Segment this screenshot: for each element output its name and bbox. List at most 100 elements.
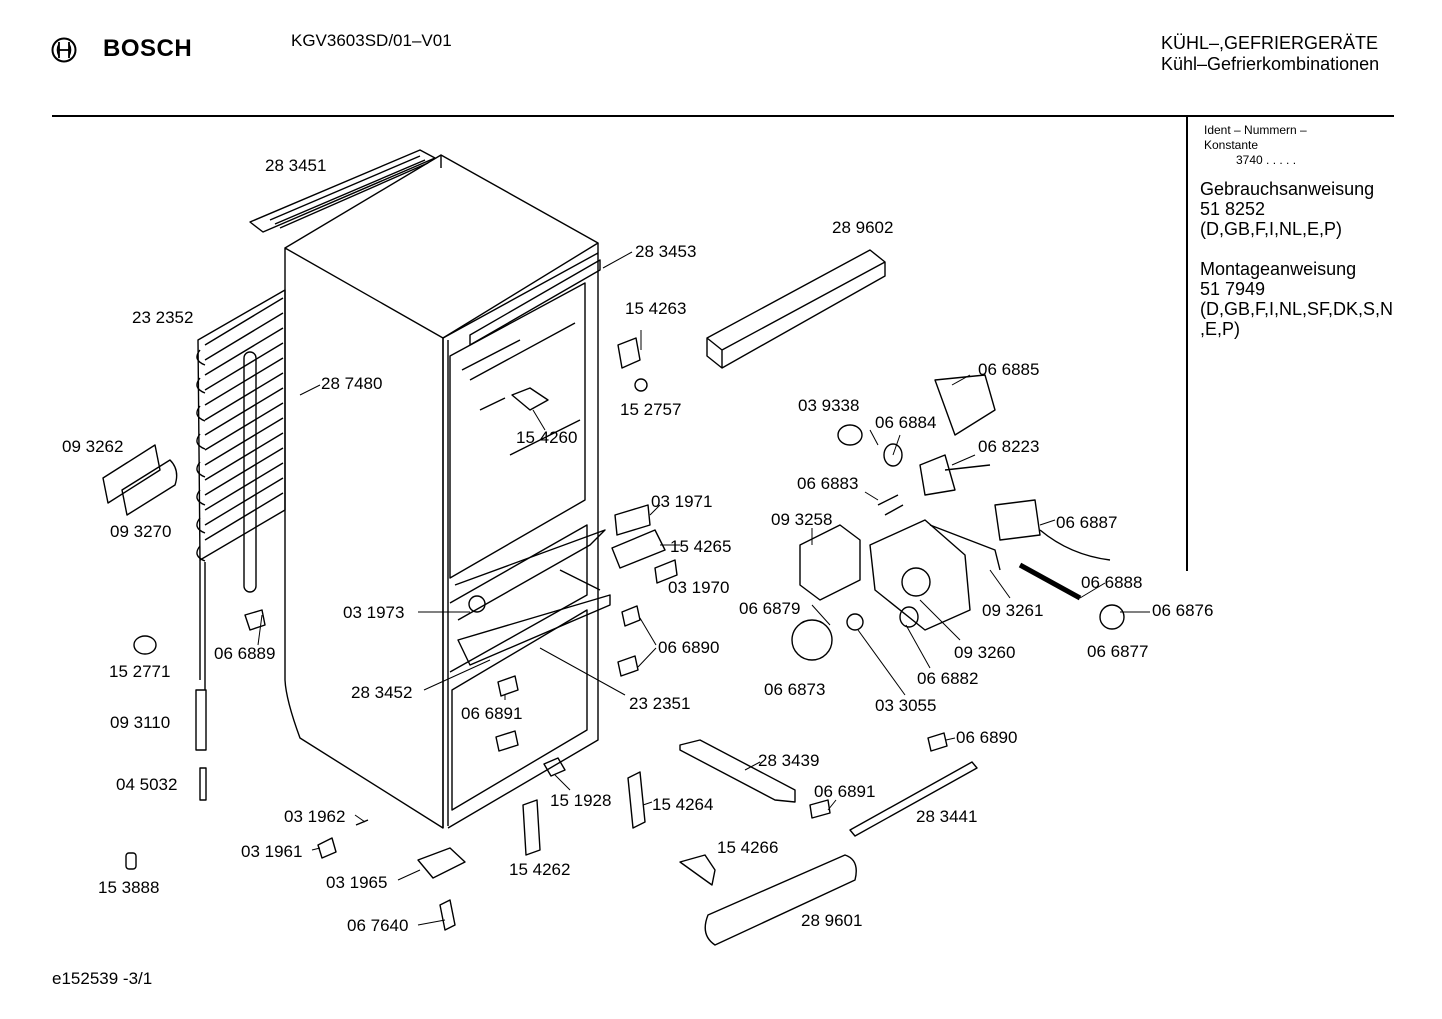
part-label: 28 7480 bbox=[321, 374, 383, 393]
part-label: 28 3441 bbox=[916, 807, 978, 826]
part-label: 28 9601 bbox=[801, 911, 863, 930]
part-label: 06 6876 bbox=[1152, 601, 1214, 620]
indicator-lens-drawing bbox=[899, 606, 919, 628]
control-rod-drawing bbox=[929, 524, 1001, 571]
part-label: 03 1962 bbox=[284, 807, 346, 826]
spacer-031970-drawing bbox=[654, 559, 678, 584]
part-label: 15 4260 bbox=[516, 428, 578, 447]
part-label: 28 3452 bbox=[351, 683, 413, 702]
capillary-drawing bbox=[199, 767, 207, 801]
part-label: 06 6890 bbox=[658, 638, 720, 657]
part-label: 03 9338 bbox=[798, 396, 860, 415]
clip-set-drawing bbox=[495, 605, 641, 752]
mounting-title: Montageanweisung bbox=[1200, 259, 1357, 279]
part-label: 15 4266 bbox=[717, 838, 779, 857]
trim-bar-drawing bbox=[706, 249, 886, 369]
adjustable-foot-drawing bbox=[439, 899, 456, 931]
cabinet-body-drawing bbox=[284, 154, 611, 829]
pin-set-drawing bbox=[317, 819, 369, 859]
part-label: 06 6891 bbox=[461, 704, 523, 723]
spring-clip-drawing bbox=[877, 494, 904, 516]
plug-drawing bbox=[125, 852, 137, 870]
part-label: 15 3888 bbox=[98, 878, 160, 897]
leader-lines bbox=[257, 251, 1150, 926]
part-label: 15 2771 bbox=[109, 662, 171, 681]
lamp-socket-drawing bbox=[837, 424, 863, 446]
part-label: 09 3260 bbox=[954, 643, 1016, 662]
part-label: 04 5032 bbox=[116, 775, 178, 794]
part-label: 06 8223 bbox=[978, 437, 1040, 456]
header-divider bbox=[52, 115, 1394, 117]
category-subtitle: Kühl–Gefrierkombinationen bbox=[1161, 54, 1380, 74]
model-number: KGV3603SD/01–V01 bbox=[291, 31, 452, 50]
part-label: 15 4263 bbox=[625, 299, 687, 318]
part-label: 28 3451 bbox=[265, 156, 327, 175]
part-label: 06 6887 bbox=[1056, 513, 1118, 532]
ident-subheading: Konstante bbox=[1204, 138, 1259, 152]
part-label: 28 3453 bbox=[635, 242, 697, 261]
hinge-154265-drawing bbox=[611, 529, 666, 569]
upper-hinge-drawing bbox=[617, 337, 641, 369]
part-label: 09 3270 bbox=[110, 522, 172, 541]
bracket-pair-drawing bbox=[102, 444, 178, 516]
part-label: 09 3258 bbox=[771, 510, 833, 529]
mounting-number: 51 7949 bbox=[1200, 279, 1266, 299]
part-label: 06 6884 bbox=[875, 413, 937, 432]
mounting-languages: (D,GB,F,I,NL,SF,DK,S,N bbox=[1200, 299, 1394, 319]
housing-aperture-drawing bbox=[901, 567, 931, 597]
socket-lead-drawing bbox=[919, 454, 991, 496]
part-label: 03 3055 bbox=[875, 696, 937, 715]
catch-031973-drawing bbox=[468, 595, 486, 613]
thermostat-drawing bbox=[994, 499, 1111, 561]
clip-pair-drawing bbox=[809, 732, 948, 819]
seal-ring-drawing bbox=[883, 443, 903, 467]
category-title: KÜHL–,GEFRIERGERÄTE bbox=[1161, 33, 1379, 53]
part-label: 09 3110 bbox=[110, 713, 171, 732]
part-label: 09 3262 bbox=[62, 437, 124, 456]
part-label: 03 1961 bbox=[241, 842, 303, 861]
hinge-154266-drawing bbox=[679, 854, 716, 886]
shelf-283439-drawing bbox=[679, 739, 796, 803]
part-label: 23 2351 bbox=[629, 694, 691, 713]
sensor-tube-drawing bbox=[1018, 562, 1082, 601]
part-label: 06 6890 bbox=[956, 728, 1018, 747]
foot-bracket-drawing bbox=[417, 847, 466, 879]
part-label: 06 6873 bbox=[764, 680, 826, 699]
part-label: 15 1928 bbox=[550, 791, 612, 810]
condenser-coil-drawing bbox=[196, 289, 286, 690]
door-trim-289601-drawing bbox=[704, 854, 857, 946]
part-label: 06 6889 bbox=[214, 644, 276, 663]
part-label: 06 6891 bbox=[814, 782, 876, 801]
part-label: 06 6882 bbox=[917, 669, 979, 688]
top-vent-grille-drawing bbox=[249, 149, 436, 233]
clip-066889-drawing bbox=[244, 609, 266, 631]
part-label: 15 4265 bbox=[670, 537, 732, 556]
fan-motor-drawing bbox=[1099, 604, 1125, 630]
part-label: 03 1970 bbox=[668, 578, 730, 597]
hinge-pair-drawing bbox=[522, 771, 646, 856]
bracket-031971-drawing bbox=[614, 504, 651, 536]
bushing-drawing bbox=[634, 378, 648, 392]
heater-tube-drawing bbox=[243, 351, 257, 593]
control-knob-drawing bbox=[791, 619, 833, 661]
side-panel-divider bbox=[1186, 117, 1188, 571]
bumper-drawing bbox=[543, 757, 566, 777]
part-label: 06 7640 bbox=[347, 916, 409, 935]
lamp-holder-drawing bbox=[511, 387, 549, 411]
part-label: 06 6885 bbox=[978, 360, 1040, 379]
manual-title: Gebrauchsanweisung bbox=[1200, 179, 1375, 199]
control-cover-drawing bbox=[934, 374, 996, 436]
mounting-languages-cont: ,E,P) bbox=[1200, 319, 1241, 339]
ident-heading: Ident – Nummern – bbox=[1204, 123, 1307, 137]
bosch-armature-logo-icon bbox=[51, 37, 77, 63]
part-label: 06 6879 bbox=[739, 599, 801, 618]
fan-wheel-drawing bbox=[133, 635, 157, 655]
part-label: 15 4262 bbox=[509, 860, 571, 879]
part-label: 03 1965 bbox=[326, 873, 388, 892]
part-label: 06 6883 bbox=[797, 474, 859, 493]
transformer-drawing bbox=[799, 524, 861, 601]
part-label: 03 1971 bbox=[651, 492, 713, 511]
part-label: 03 1973 bbox=[343, 603, 405, 622]
control-housing-drawing bbox=[869, 519, 971, 631]
brand-name: BOSCH bbox=[103, 35, 193, 62]
